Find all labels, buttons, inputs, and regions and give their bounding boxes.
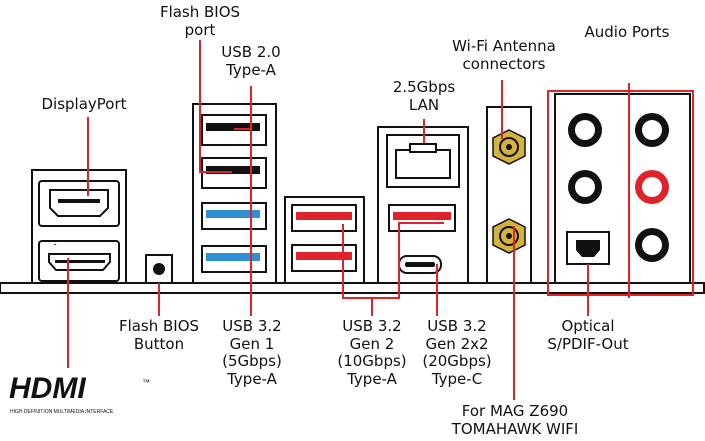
label-usb32-gen2x2: USB 3.2 Gen 2x2 (20Gbps) Type-C (412, 317, 502, 388)
label-line: USB 2.0 (221, 43, 281, 61)
label-line: LAN (408, 95, 440, 114)
wifi-connectors (486, 106, 532, 284)
label-usb32-gen2: USB 3.2 Gen 2 (10Gbps) Type-A (328, 317, 416, 388)
label-wifi: Wi-Fi Antenna connectors (442, 37, 566, 73)
label-line: (10Gbps) (337, 352, 407, 370)
label-line: USB 3.2 (342, 317, 402, 335)
label-model: For MAG Z690 TOMAHAWK WIFI (446, 402, 584, 438)
hdmi-logo: HDMI ™ HIGH DEFINITION MULTIMEDIA INTERF… (9, 372, 150, 415)
label-line: (20Gbps) (422, 352, 492, 370)
label-line: Flash BIOS (159, 3, 241, 21)
panel-base (0, 282, 705, 294)
label-line: TOMAHAWK WIFI (451, 419, 579, 438)
flash-bios-button-graphic (145, 254, 173, 284)
label-line: Audio Ports (584, 23, 670, 41)
label-line: Gen 1 (229, 334, 275, 353)
hdmi-wordmark: HDMI (9, 372, 86, 405)
label-line: port (184, 20, 216, 39)
display-block (31, 169, 127, 284)
label-line: Gen 2x2 (425, 334, 489, 353)
usb-stack-2 (284, 196, 365, 284)
audio-block (554, 93, 691, 284)
callouts (54, 40, 694, 400)
label-line: connectors (462, 54, 546, 73)
label-line: Optical (561, 317, 615, 335)
label-line: Button (133, 334, 185, 353)
label-line: Type-A (347, 369, 397, 388)
label-flash-bios-button: Flash BIOS Button (107, 317, 211, 353)
label-line: USB 3.2 (222, 317, 282, 335)
label-line: For MAG Z690 (461, 402, 569, 420)
label-lan: 2.5Gbps LAN (382, 78, 466, 114)
label-optical: Optical S/PDIF-Out (538, 317, 638, 353)
label-line: S/PDIF-Out (547, 334, 629, 353)
hdmi-trademark: ™ (142, 378, 150, 387)
label-usb32-gen1: USB 3.2 Gen 1 (5Gbps) Type-A (214, 317, 290, 388)
label-line: DisplayPort (41, 95, 127, 113)
label-line: (5Gbps) (222, 352, 282, 370)
label-line: Type-A (226, 60, 276, 79)
usb-stack-1 (192, 103, 277, 284)
label-line: Type-C (431, 369, 483, 388)
label-line: USB 3.2 (427, 317, 487, 335)
label-line: Gen 2 (349, 334, 395, 353)
label-line: 2.5Gbps (392, 78, 456, 96)
label-audio: Audio Ports (573, 23, 681, 42)
label-line: Flash BIOS (118, 317, 200, 335)
hdmi-tagline: HIGH DEFINITION MULTIMEDIA INTERFACE (10, 409, 114, 415)
label-line: Wi-Fi Antenna (452, 37, 556, 55)
lan-stack (377, 126, 469, 284)
label-line: Type-A (227, 369, 277, 388)
label-flash-bios-port: Flash BIOS port (150, 3, 250, 39)
label-usb20: USB 2.0 Type-A (208, 43, 294, 79)
label-displayport: DisplayPort (30, 95, 138, 114)
